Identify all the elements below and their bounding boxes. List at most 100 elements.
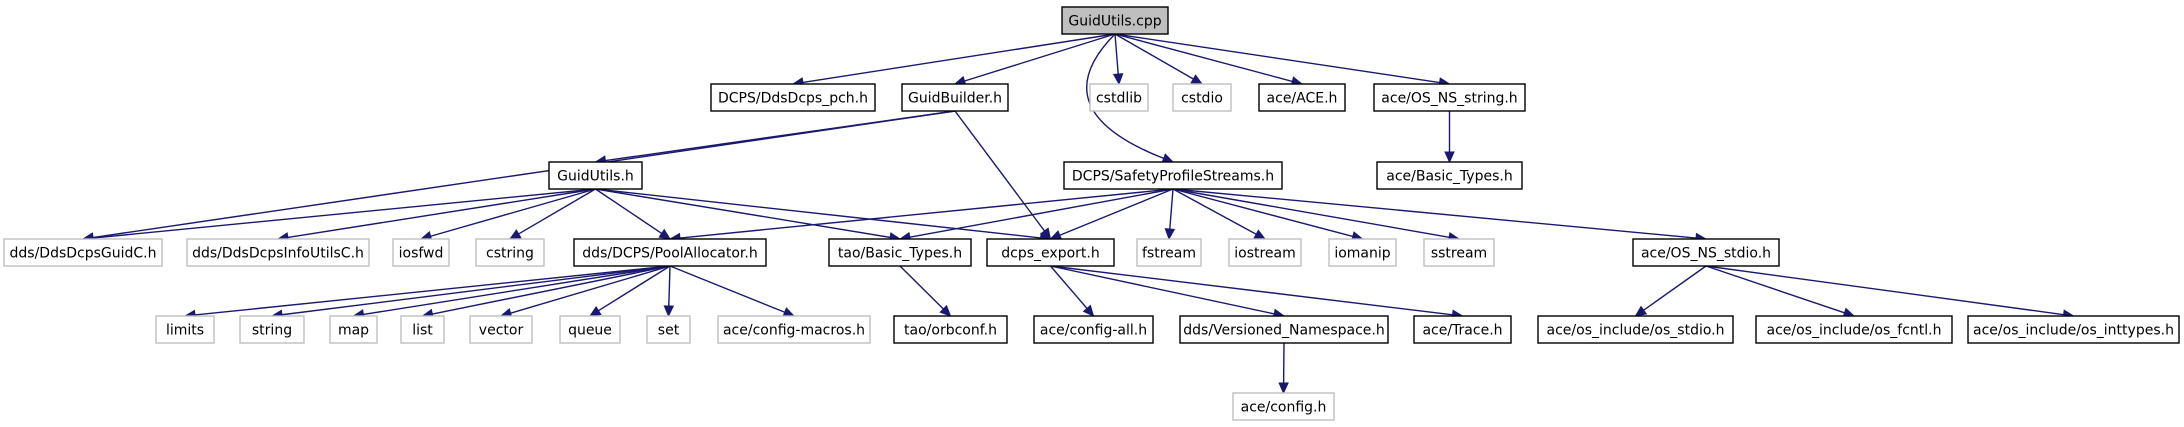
node-label: map: [338, 323, 369, 339]
node-box: [1172, 83, 1232, 112]
node-label: GuidBuilder.h: [908, 91, 1002, 107]
edge-n7-n8: [1444, 111, 1455, 164]
node-guidutils-cpp[interactable]: GuidUtils.cpp: [1061, 6, 1169, 35]
node-label: string: [252, 323, 292, 339]
node-ace-ace-h[interactable]: ace/ACE.h: [1258, 83, 1346, 112]
node-box: [1537, 315, 1734, 344]
edge-n0-n1: [791, 33, 1116, 88]
node-ace-os-ns-string-h[interactable]: ace/OS_NS_string.h: [1373, 83, 1526, 112]
node-box: [155, 315, 215, 344]
node-label: dds/DdsDcpsGuidC.h: [10, 246, 157, 262]
arrowhead: [1253, 229, 1267, 240]
arrowhead: [1049, 230, 1063, 240]
node-label: queue: [568, 323, 612, 339]
node-guidbuilder-h[interactable]: GuidBuilder.h: [901, 83, 1009, 112]
node-box: [646, 315, 691, 344]
arrowhead: [1190, 74, 1204, 85]
node-box: [329, 315, 378, 344]
node-label: vector: [479, 323, 524, 339]
node-box: [710, 83, 876, 112]
edge-n3-n15: [898, 188, 1174, 243]
node-label: cstring: [486, 246, 534, 262]
node-label: GuidUtils.h: [557, 169, 634, 185]
node-box: [1328, 238, 1397, 267]
node-label: set: [658, 323, 680, 339]
node-box: [893, 315, 1008, 344]
node-box: [1258, 83, 1346, 112]
node-box: [1967, 315, 2180, 344]
edge-n3-n16: [1049, 188, 1174, 240]
node-box: [186, 238, 370, 267]
arrowhead: [1164, 228, 1176, 241]
arrowhead: [1082, 304, 1095, 317]
node-label: dds/DCPS/PoolAllocator.h: [582, 246, 757, 262]
edge-n0-n2: [953, 33, 1116, 86]
arrowhead: [588, 305, 602, 317]
arrowhead: [658, 228, 672, 240]
node-box: [1232, 392, 1335, 421]
node-label: tao/Basic_Types.h: [838, 246, 962, 262]
node-label: ace/os_include/os_stdio.h: [1547, 323, 1725, 339]
edge-n3-n20: [1172, 188, 1461, 243]
edge-n15-n30: [899, 265, 952, 317]
edge-n0-n6: [1114, 33, 1304, 87]
node-label: cstdio: [1181, 91, 1223, 107]
node-fstream: fstream: [1136, 238, 1202, 267]
node-label: fstream: [1142, 246, 1196, 262]
node-tao-basic-types-h[interactable]: tao/Basic_Types.h: [828, 238, 972, 267]
arrowhead: [782, 307, 796, 317]
node-guidutils-h[interactable]: GuidUtils.h: [548, 161, 643, 190]
node-ace-os-ns-stdio-h[interactable]: ace/OS_NS_stdio.h: [1632, 238, 1780, 267]
node-box: [1033, 315, 1154, 344]
node-ace-trace-h[interactable]: ace/Trace.h: [1413, 315, 1512, 344]
node-ace-os-include-os-stdio-h[interactable]: ace/os_include/os_stdio.h: [1537, 315, 1734, 344]
node-ace-basic-types-h[interactable]: ace/Basic_Types.h: [1376, 161, 1523, 190]
edge-n16-n31: [1049, 265, 1095, 317]
node-ace-os-include-os-fcntl-h[interactable]: ace/os_include/os_fcntl.h: [1755, 315, 1953, 344]
edge-n14-n24: [352, 265, 671, 320]
node-label: tao/orbconf.h: [904, 323, 997, 339]
node-box: [1063, 161, 1283, 190]
node-label: DCPS/SafetyProfileStreams.h: [1072, 169, 1274, 185]
node-label: ace/config-macros.h: [723, 323, 865, 339]
arrowhead: [1444, 151, 1455, 164]
node-dcps-ddsdcps-pch-h[interactable]: DCPS/DdsDcps_pch.h: [710, 83, 876, 112]
node-box: [392, 238, 450, 267]
node-dds-versioned-namespace-h[interactable]: dds/Versioned_Namespace.h: [1179, 315, 1389, 344]
node-sstream: sstream: [1423, 238, 1495, 267]
node-cstdio: cstdio: [1172, 83, 1232, 112]
node-label: limits: [166, 323, 204, 339]
node-dcps-safetyprofilestreams-h[interactable]: DCPS/SafetyProfileStreams.h: [1063, 161, 1283, 190]
node-tao-orbconf-h[interactable]: tao/orbconf.h: [893, 315, 1008, 344]
node-box: [1413, 315, 1512, 344]
node-box: [1423, 238, 1495, 267]
node-label: ace/Basic_Types.h: [1386, 169, 1512, 185]
arrowhead: [1161, 153, 1175, 164]
node-cstdlib: cstdlib: [1089, 83, 1149, 112]
node-label: iosfwd: [399, 246, 444, 262]
node-label: ace/OS_NS_string.h: [1381, 91, 1517, 107]
node-box: [1755, 315, 1953, 344]
node-box: [573, 238, 767, 267]
node-ace-config-all-h[interactable]: ace/config-all.h: [1033, 315, 1154, 344]
node-string: string: [239, 315, 305, 344]
edge-n14-n29: [669, 265, 796, 317]
node-box: [559, 315, 621, 344]
edge-n3-n21: [1172, 188, 1708, 244]
node-vector: vector: [469, 315, 533, 344]
edge-n14-n26: [499, 265, 671, 319]
node-dcps-export-h[interactable]: dcps_export.h: [986, 238, 1115, 267]
node-box: [1089, 83, 1149, 112]
node-box: [1632, 238, 1780, 267]
edge-n16-n33: [1050, 265, 1464, 320]
node-label: ace/os_include/os_inttypes.h: [1973, 323, 2174, 339]
node-ace-os-include-os-inttypes-h[interactable]: ace/os_include/os_inttypes.h: [1967, 315, 2180, 344]
node-queue: queue: [559, 315, 621, 344]
node-box: [548, 161, 643, 190]
edge-n21-n37: [1705, 265, 2075, 320]
node-dds-dcps-poolallocator-h[interactable]: dds/DCPS/PoolAllocator.h: [573, 238, 767, 267]
edge-n3-n17: [1164, 188, 1176, 241]
node-label: ace/os_include/os_fcntl.h: [1767, 323, 1942, 339]
node-iomanip: iomanip: [1328, 238, 1397, 267]
